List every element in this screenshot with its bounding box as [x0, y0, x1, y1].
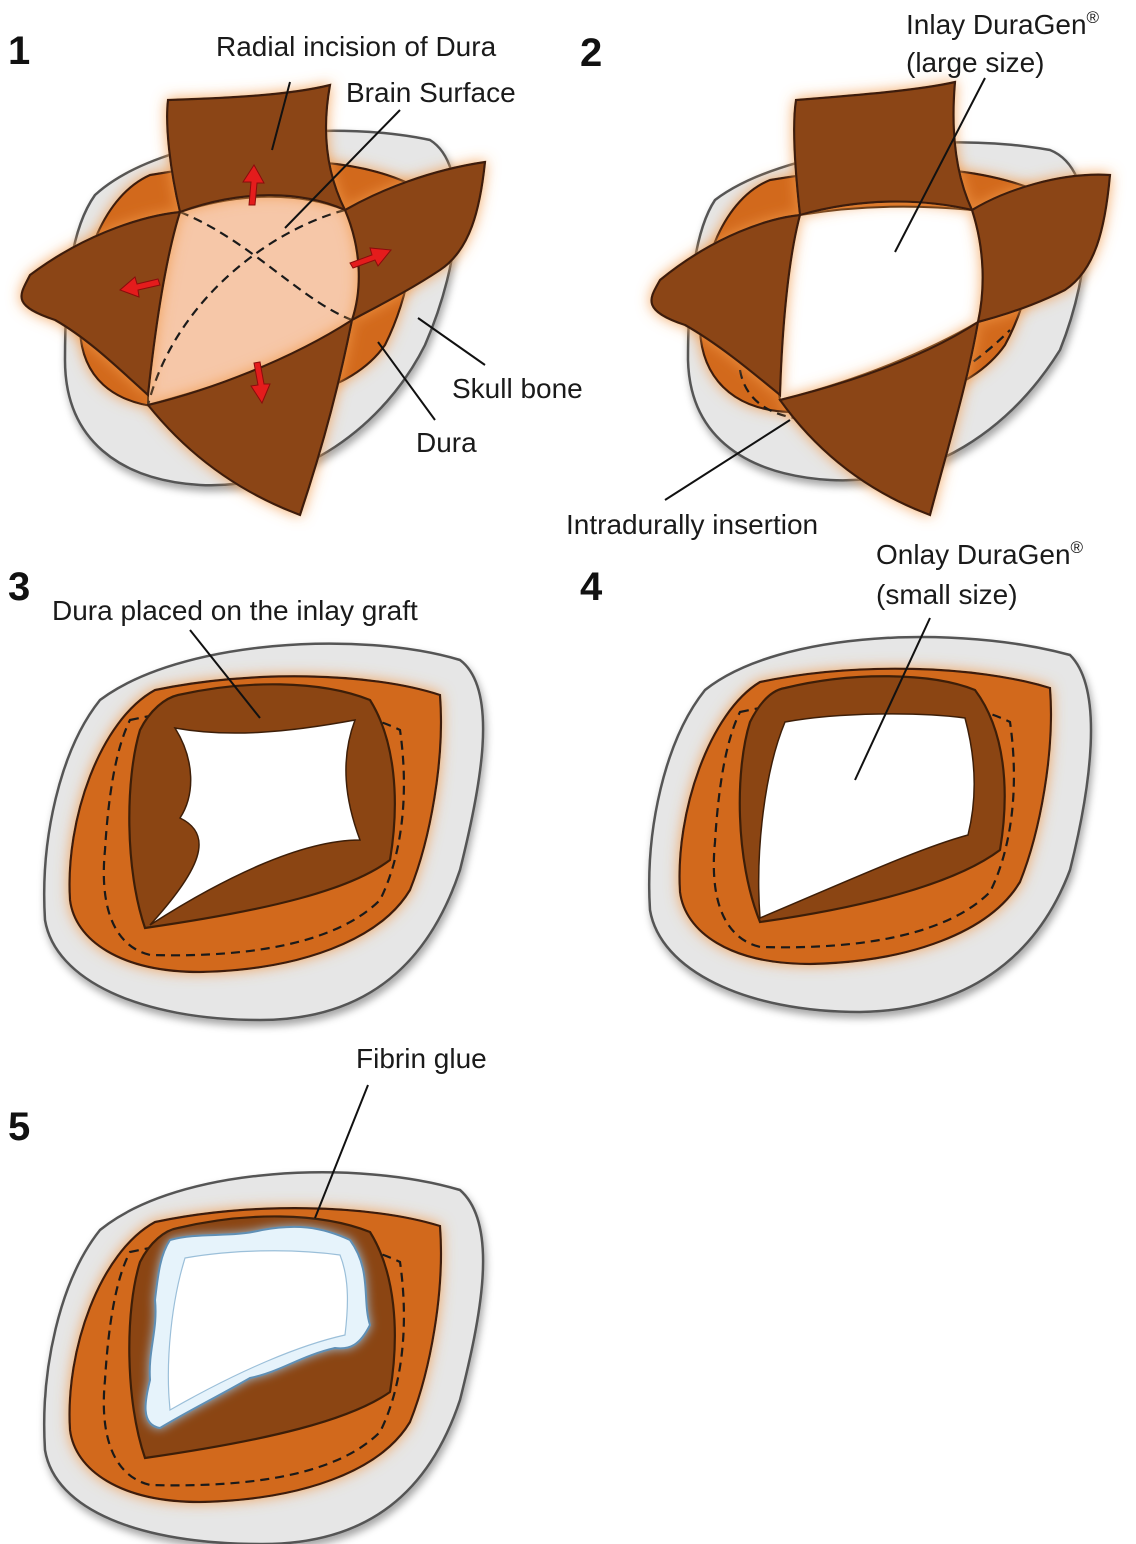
panel-number-4: 4 — [580, 565, 603, 609]
onlay-graft-5 — [167, 1250, 349, 1411]
leader-inlay — [894, 77, 986, 253]
arrow-icon — [250, 361, 271, 405]
dura-flap-right-2 — [970, 173, 1112, 324]
leader-dura — [377, 341, 436, 421]
panel-number-3: 3 — [8, 565, 30, 609]
label-inlay-line1: Inlay DuraGen® — [906, 8, 1100, 40]
leader-intradural — [664, 419, 791, 501]
panel-2: 2 Inlay DuraGen® (large size) Intradural… — [566, 8, 1112, 540]
inlay-graft-3 — [149, 719, 362, 926]
leader-brain-surface — [284, 109, 401, 229]
label-brain-surface: Brain Surface — [346, 77, 516, 108]
label-fibrin-glue: Fibrin glue — [356, 1043, 487, 1074]
label-intradural: Intradurally insertion — [566, 509, 818, 540]
leader-onlay — [854, 617, 931, 781]
label-radial-incision: Radial incision of Dura — [216, 31, 497, 62]
onlay-graft-4 — [758, 713, 975, 920]
label-onlay-line1: Onlay DuraGen® — [876, 538, 1084, 570]
dura-flap-left-1 — [20, 210, 182, 398]
arrow-icon — [119, 276, 161, 298]
label-inlay-line2: (large size) — [906, 47, 1044, 78]
dura-flap-top-2 — [793, 80, 974, 217]
label-skull-bone: Skull bone — [452, 373, 583, 404]
dura-flap-bottom-2 — [778, 319, 980, 517]
incision-line-1b — [146, 208, 346, 406]
dura-flap-left-2 — [650, 213, 802, 398]
panel-1: 1 Radial incision of Dura Brain Surface — [8, 29, 583, 517]
label-dura-placed: Dura placed on the inlay graft — [52, 595, 418, 626]
leader-skull-bone — [417, 317, 486, 366]
leader-radial-incision — [271, 81, 291, 151]
leader-dura-placed — [189, 629, 261, 719]
panel-number-1: 1 — [8, 29, 30, 73]
dura-flap-top-1 — [166, 83, 348, 214]
dura-flap-bottom-1 — [146, 317, 354, 517]
label-dura: Dura — [416, 427, 477, 458]
incision-line-1a — [179, 210, 353, 322]
label-onlay-line2: (small size) — [876, 579, 1018, 610]
leader-fibrin-glue — [314, 1084, 369, 1219]
arrow-icon — [349, 247, 392, 269]
dura-flap-right-1 — [343, 160, 487, 323]
arrow-icon — [242, 164, 265, 206]
panel-number-2: 2 — [580, 31, 602, 75]
panel-number-5: 5 — [8, 1105, 30, 1149]
panel-4: 4 Onlay DuraGen® (small size) — [580, 538, 1093, 1014]
panel-5: 5 Fibrin glue — [8, 1043, 487, 1544]
panel-3: 3 Dura placed on the inlay graft — [8, 565, 485, 1022]
